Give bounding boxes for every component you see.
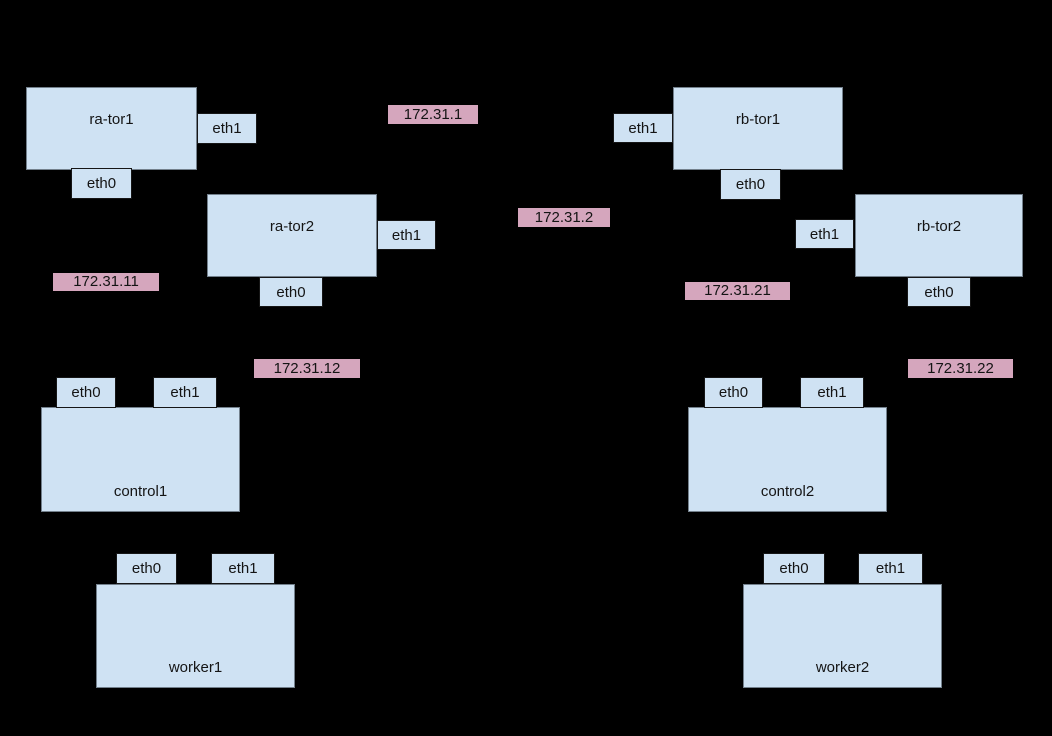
port-rb-tor2-eth0: eth0: [907, 277, 971, 307]
ip-address-label: 172.31.2: [518, 208, 610, 227]
node-ra-tor2: ra-tor2: [207, 194, 377, 277]
ip-address-label: 172.31.22: [908, 359, 1013, 378]
port-control1-eth0: eth0: [56, 377, 116, 408]
port-control2-eth0: eth0: [704, 377, 763, 408]
port-ra-tor1-eth1: eth1: [197, 113, 257, 144]
port-worker1-eth1: eth1: [211, 553, 275, 584]
node-label-worker2: worker2: [815, 659, 870, 676]
port-rb-tor1-eth0: eth0: [720, 169, 781, 200]
node-control1: control1: [41, 407, 240, 512]
port-rb-tor2-eth1: eth1: [795, 219, 854, 249]
node-worker2: worker2: [743, 584, 942, 688]
port-worker1-eth0: eth0: [116, 553, 177, 584]
port-worker2-eth1: eth1: [858, 553, 923, 584]
port-ra-tor2-eth0: eth0: [259, 277, 323, 307]
node-ra-tor1: ra-tor1: [26, 87, 197, 170]
port-ra-tor1-eth0: eth0: [71, 168, 132, 199]
node-label-ra-tor2: ra-tor2: [269, 218, 315, 235]
node-control2: control2: [688, 407, 887, 512]
ip-address-label: 172.31.12: [254, 359, 360, 378]
node-label-worker1: worker1: [168, 659, 223, 676]
port-control1-eth1: eth1: [153, 377, 217, 408]
node-label-rb-tor1: rb-tor1: [735, 111, 781, 128]
node-label-control1: control1: [113, 483, 168, 500]
node-label-control2: control2: [760, 483, 815, 500]
ip-address-label: 172.31.1: [388, 105, 478, 124]
port-worker2-eth0: eth0: [763, 553, 825, 584]
port-ra-tor2-eth1: eth1: [377, 220, 436, 250]
node-rb-tor2: rb-tor2: [855, 194, 1023, 277]
node-worker1: worker1: [96, 584, 295, 688]
port-rb-tor1-eth1: eth1: [613, 113, 673, 143]
node-label-rb-tor2: rb-tor2: [916, 218, 962, 235]
node-rb-tor1: rb-tor1: [673, 87, 843, 170]
ip-address-label: 172.31.11: [53, 273, 159, 291]
ip-address-label: 172.31.21: [685, 282, 790, 300]
port-control2-eth1: eth1: [800, 377, 864, 408]
node-label-ra-tor1: ra-tor1: [89, 111, 134, 128]
